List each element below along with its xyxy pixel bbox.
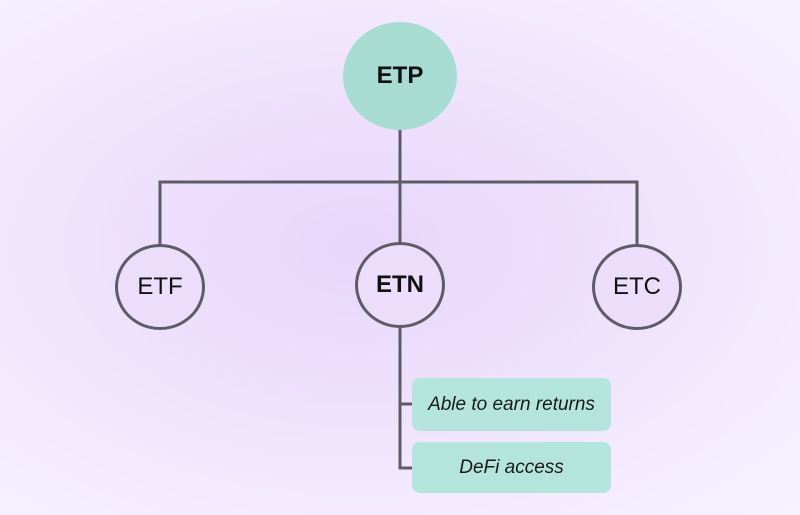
etn-feature-defi-box: DeFi access — [412, 442, 611, 493]
root-node-label: ETP — [376, 62, 424, 89]
root-node-etp: ETP — [343, 22, 457, 130]
child-node-label: ETF — [137, 273, 183, 300]
etn-feature-label: Able to earn returns — [428, 393, 595, 415]
child-node-etc: ETC — [592, 244, 682, 330]
child-node-label: ETC — [613, 273, 661, 300]
etn-feature-label: DeFi access — [459, 456, 564, 478]
etn-feature-returns-box: Able to earn returns — [412, 378, 611, 431]
child-node-etf: ETF — [115, 244, 205, 330]
child-node-label: ETN — [376, 271, 424, 298]
child-node-etn: ETN — [355, 242, 445, 328]
